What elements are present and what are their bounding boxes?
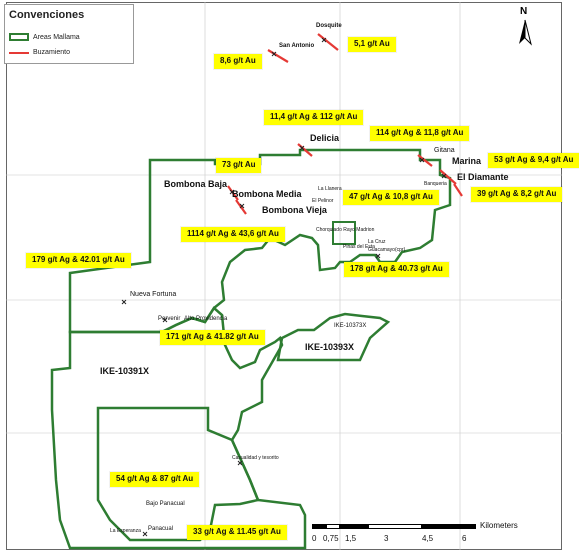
callout-179-ag-42-01-au: 179 g/t Ag & 42.01 g/t Au (26, 253, 131, 268)
place-guacamayo: Guacamayo(cpr) (368, 247, 406, 253)
callout-33-ag-11-45-au: 33 g/t Ag & 11.45 g/t Au (187, 525, 287, 540)
legend: Convenciones Areas Mallama Buzamiento (4, 4, 134, 64)
area-polygon-ike-10393x (276, 312, 391, 362)
place-el-pelinor: El Pelinor (312, 198, 334, 204)
area-label-ike-10391x: IKE-10391X (100, 366, 150, 376)
strike-markers (227, 33, 463, 215)
place-bombona-vieja: Bombona Vieja (262, 205, 327, 215)
callout-11-4-ag-112-au: 11,4 g/t Ag & 112 g/t Au (264, 110, 364, 125)
area-label-ike-10393x: IKE-10393X (305, 342, 355, 352)
place-delicia: Delicia (310, 133, 340, 143)
callout-1114-ag-43-6-au: 1114 g/t Ag & 43,6 g/t Au (181, 227, 285, 242)
legend-item-areas: Areas Mallama (9, 33, 80, 41)
callout-178-ag-40-73-au: 178 g/t Ag & 40.73 g/t Au (344, 262, 449, 277)
callout-73-au: 73 g/t Au (216, 158, 262, 173)
place-la-cruz: La Cruz (368, 239, 386, 245)
place-pinas-del-esta: Pinas del Esta (343, 244, 375, 250)
place-el-diamante: El Diamante (457, 172, 509, 182)
mine-symbols (121, 37, 447, 537)
place-marina: Marina (452, 156, 482, 166)
area-polygon-main (68, 148, 452, 334)
callout-54-ag-87-au: 54 g/t Ag & 87 g/t Au (110, 472, 200, 487)
scale-unit: Kilometers (480, 521, 518, 530)
north-letter: N (520, 6, 528, 17)
scale-seg-3 (340, 524, 368, 529)
scale-tick-5: 6 (462, 534, 467, 543)
area-polygon-small-square (332, 221, 356, 245)
legend-swatch-buzamiento (9, 51, 29, 54)
scale-tick-0: 0 (312, 534, 317, 543)
place-san-antonio: San Antonio (279, 43, 315, 49)
place-nueva-fortuna: Nueva Fortuna (130, 291, 177, 298)
grid-lines (6, 2, 562, 550)
place-dosquite: Dosquite (316, 23, 342, 29)
scale-tick-3: 3 (384, 534, 389, 543)
scale-seg-2 (326, 524, 340, 529)
place-banqueria: Banqueria (424, 181, 447, 187)
place-casualidad-y-tesorito: Casualidad y tesorito (232, 455, 279, 461)
place-bombona-media: Bombona Media (232, 189, 302, 199)
place-alto-providencia: Alto Providencia (184, 316, 228, 322)
callout-8-6-au: 8,6 g/t Au (214, 54, 262, 69)
place-la-llanera: La Llanera (318, 186, 342, 192)
north-arrow: N (514, 6, 536, 46)
callout-114-ag-11-8-au: 114 g/t Ag & 11,8 g/t Au (370, 126, 470, 141)
scale-seg-5 (422, 524, 476, 529)
place-bombona-baja: Bombona Baja (164, 179, 228, 189)
place-bajo-panacual: Bajo Panacual (146, 501, 185, 507)
callout-5-1-au: 5,1 g/t Au (348, 37, 396, 52)
area-polygon-inner (96, 406, 260, 542)
legend-label-buzamiento: Buzamiento (33, 49, 70, 56)
legend-item-buzamiento: Buzamiento (9, 49, 70, 56)
scale-seg-1 (312, 524, 326, 529)
legend-swatch-areas (9, 33, 29, 41)
callout-171-ag-41-82-au: 171 g/t Ag & 41.82 g/t Au (160, 330, 265, 345)
scale-tick-4: 4,5 (422, 534, 434, 543)
scale-tick-2: 1,5 (345, 534, 357, 543)
scale-tick-1: 0,75 (323, 534, 339, 543)
place-la-esperanza: La Esperanza (110, 528, 141, 534)
callout-39-ag-8-2-au: 39 g/t Ag & 8,2 g/t Au (471, 187, 563, 202)
place-porvenir: Porvenir (158, 316, 181, 322)
place-chorquiado-rayo-madrion: Chorquiado Rayo Madrion (316, 227, 375, 233)
map-canvas (6, 2, 562, 550)
callout-47-ag-10-8-au: 47 g/t Ag & 10,8 g/t Au (343, 190, 439, 205)
area-polygon-south (50, 306, 307, 550)
scale-seg-4 (368, 524, 422, 529)
legend-title: Convenciones (9, 9, 85, 21)
place-panacual: Panacual (148, 526, 174, 532)
legend-label-areas: Areas Mallama (33, 33, 80, 41)
callout-53-ag-9-4-au: 53 g/t Ag & 9,4 g/t Au (488, 153, 579, 168)
north-arrow-icon (519, 19, 532, 46)
area-label-ike-10373x: IKE-10373X (334, 323, 367, 329)
place-gitana: Gitana (434, 147, 455, 154)
